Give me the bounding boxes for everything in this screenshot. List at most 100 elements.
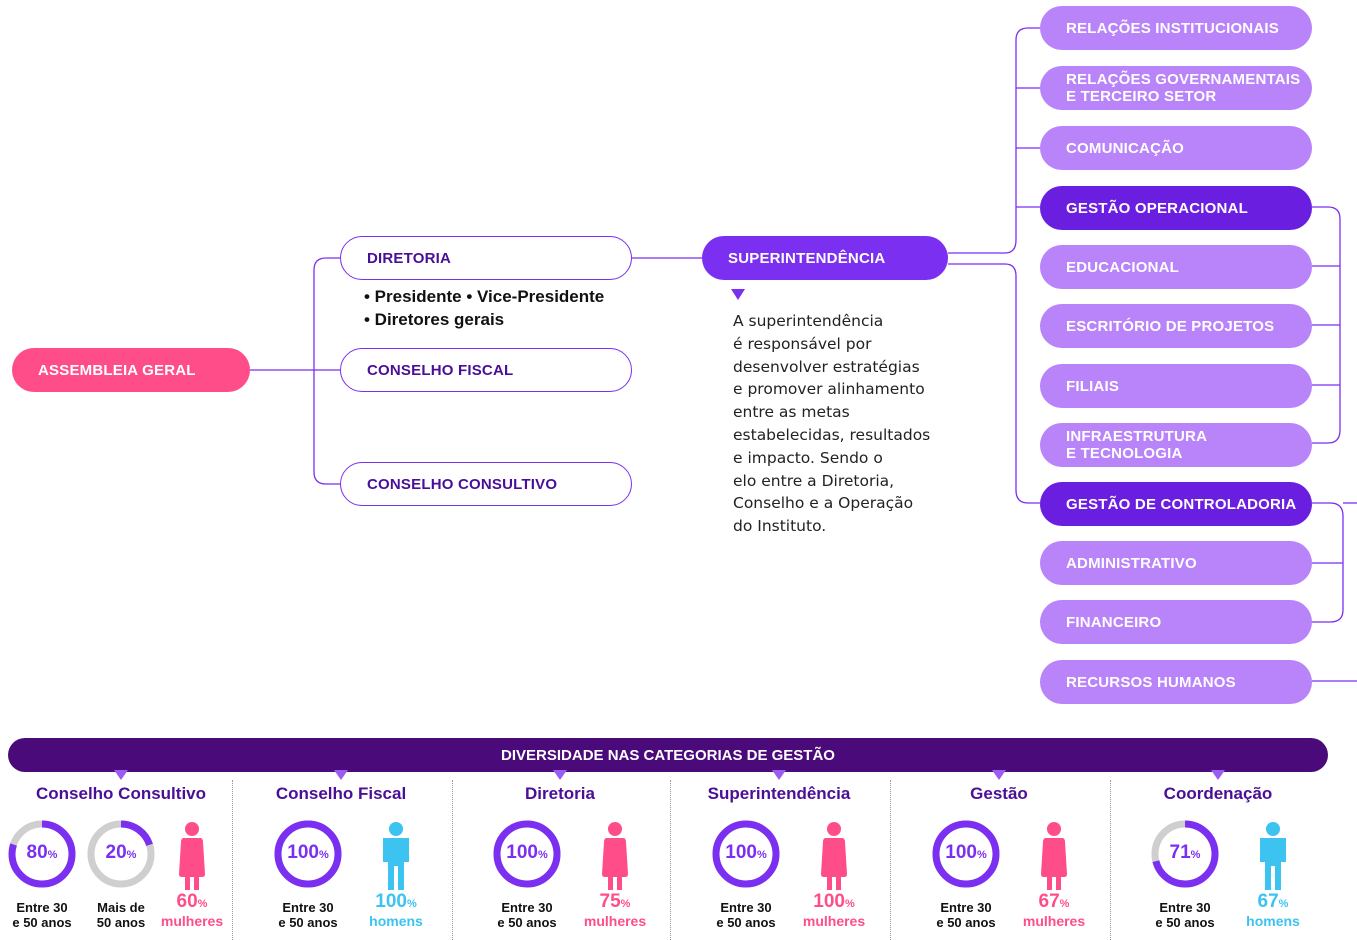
gender-unit: % — [620, 898, 631, 910]
gender-unit: % — [844, 898, 855, 910]
desc-line: é responsável por — [733, 334, 872, 353]
gender-percentage: 67%mulheres — [1009, 891, 1099, 930]
ring-fill — [8, 820, 76, 888]
ring-value: 100% — [273, 842, 343, 864]
org-unit-label: GESTÃO DE CONTROLADORIA — [1066, 495, 1297, 513]
org-unit-box: RECURSOS HUMANOS — [1040, 660, 1312, 704]
org-unit-label: RELAÇÕES INSTITUCIONAIS — [1066, 19, 1279, 37]
caption-line: e 50 anos — [936, 915, 996, 930]
column-separator — [232, 780, 233, 940]
superintendencia-description: A superintendência é responsável por des… — [733, 310, 963, 538]
ring-unit: % — [756, 849, 767, 861]
pointer-triangle-icon — [772, 770, 786, 780]
category-title: Gestão — [970, 784, 1028, 803]
diretoria-bullet-line: • Presidente • Vice-Presidente — [364, 287, 605, 306]
column-separator — [452, 780, 453, 940]
caption-line: e 50 anos — [12, 915, 72, 930]
gender-label: mulheres — [1022, 913, 1086, 929]
org-unit-box: COMUNICAÇÃO — [1040, 126, 1312, 170]
ring-fill — [932, 820, 1000, 888]
ring-number: 100 — [725, 842, 757, 863]
superintendencia-pointer-icon — [731, 289, 745, 300]
age-ring-chart — [274, 820, 342, 888]
ring-unit: % — [976, 849, 987, 861]
column-separator — [890, 780, 891, 940]
desc-line: A superintendência — [733, 312, 884, 330]
org-unit-label: INFRAESTRUTURA — [1066, 428, 1208, 445]
pointer-triangle-icon — [553, 770, 567, 780]
gender-number: 75 — [599, 891, 621, 912]
caption-line: Entre 30 — [282, 900, 334, 915]
conselho-fiscal-box: CONSELHO FISCAL — [340, 348, 632, 392]
caption-line: e 50 anos — [497, 915, 557, 930]
age-ring-chart — [493, 820, 561, 888]
gender-percentage: 67%homens — [1228, 891, 1318, 930]
male-person-icon — [1260, 822, 1286, 890]
gender-unit: % — [406, 898, 417, 910]
female-person-icon — [1041, 822, 1067, 890]
ring-unit: % — [47, 849, 58, 861]
org-connectors — [250, 27, 1357, 682]
caption-line: Entre 30 — [16, 900, 68, 915]
desc-line: desenvolver estratégias — [733, 357, 920, 376]
diretoria-members: • Presidente • Vice-Presidente • Diretor… — [364, 285, 604, 331]
conselho-consultivo-box: CONSELHO CONSULTIVO — [340, 462, 632, 506]
org-unit-label: GESTÃO OPERACIONAL — [1066, 199, 1248, 217]
org-unit-label: RECURSOS HUMANOS — [1066, 673, 1236, 691]
gender-label: mulheres — [583, 913, 647, 929]
gender-percentage: 75% mulheres — [570, 891, 660, 930]
ring-value: 100% — [931, 842, 1001, 864]
org-unit-label: RELAÇÕES GOVERNAMENTAIS — [1066, 71, 1301, 88]
org-unit-label: ESCRITÓRIO DE PROJETOS — [1066, 317, 1275, 335]
caption-line: e 50 anos — [1155, 915, 1215, 930]
caption-line: Mais de — [97, 900, 145, 915]
female-person-icon — [179, 822, 205, 890]
ring-fill — [712, 820, 780, 888]
pointer-triangle-icon — [1211, 770, 1225, 780]
org-unit-box: ADMINISTRATIVO — [1040, 541, 1312, 585]
column-separator — [670, 780, 671, 940]
org-unit-label: E TERCEIRO SETOR — [1066, 88, 1217, 105]
org-unit-box: GESTÃO OPERACIONAL — [1040, 186, 1312, 230]
gender-unit: % — [197, 898, 208, 910]
org-unit-label: E TECNOLOGIA — [1066, 445, 1183, 462]
ring-fill — [493, 820, 561, 888]
diversity-banner: DIVERSIDADE NAS CATEGORIAS DE GESTÃO — [8, 738, 1328, 772]
org-unit-box: ESCRITÓRIO DE PROJETOS — [1040, 304, 1312, 348]
ring-unit: % — [537, 849, 548, 861]
ring-number: 100 — [945, 842, 977, 863]
caption-line: 50 anos — [96, 915, 146, 930]
gender-unit: % — [1278, 898, 1289, 910]
gender-number: 67 — [1038, 891, 1060, 912]
gender-number: 67 — [1257, 891, 1279, 912]
gender-percentage: 100% mulheres — [789, 891, 879, 930]
male-person-icon — [383, 822, 409, 890]
caption-line: e 50 anos — [278, 915, 338, 930]
desc-line: e impacto. Sendo o — [733, 448, 883, 467]
gender-number: 60 — [176, 891, 198, 912]
ring-unit: % — [318, 849, 329, 861]
category-title: Conselho Consultivo — [36, 784, 206, 803]
ring-value: 100% — [492, 842, 562, 864]
gender-label: mulheres — [802, 913, 866, 929]
category-title: Coordenação — [1163, 784, 1273, 803]
gender-number: 100 — [813, 891, 845, 912]
org-unit-box: GESTÃO DE CONTROLADORIA — [1040, 482, 1312, 526]
gender-label: homens — [369, 913, 423, 929]
category-title: Superintendência — [707, 784, 851, 803]
desc-line: estabelecidas, resultados — [733, 425, 931, 444]
age-ring-chart — [712, 820, 780, 888]
org-unit-label: ADMINISTRATIVO — [1066, 554, 1197, 572]
ring-number: 80 — [26, 842, 48, 863]
superintendencia-box: SUPERINTENDÊNCIA — [702, 236, 948, 280]
desc-line: entre as metas — [733, 403, 850, 422]
assembleia-geral-box: ASSEMBLEIA GERAL — [12, 348, 250, 392]
org-unit-box: FILIAIS — [1040, 364, 1312, 408]
ring-fill — [1151, 820, 1219, 888]
ring-number: 100 — [287, 842, 319, 863]
